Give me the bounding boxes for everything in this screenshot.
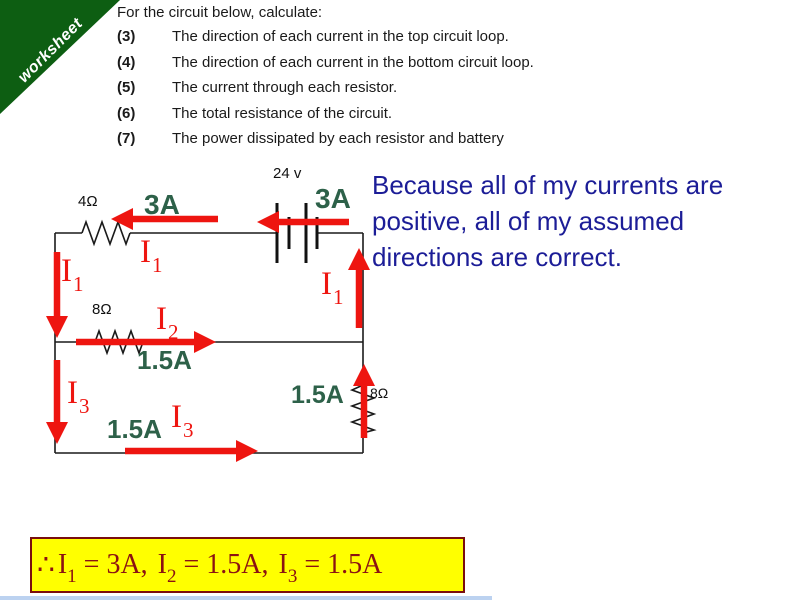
questions-list: For the circuit below, calculate: (3) Th…: [117, 4, 534, 156]
current-value-battery: 3A: [315, 183, 351, 214]
current-equation: = 1.5A,: [183, 549, 269, 580]
current-name-i3-left: I3: [67, 375, 90, 417]
current-subscript: 1: [333, 285, 344, 309]
resistor-mid-label: 8Ω: [92, 301, 112, 318]
current-arrow-right-lower-icon: [353, 364, 375, 438]
questions-intro: For the circuit below, calculate:: [117, 4, 323, 21]
current-subscript: 1: [152, 253, 163, 277]
note-line: Because all of my currents are: [372, 170, 724, 200]
resistor-top-label: 4Ω: [78, 193, 98, 210]
current-value-right: 1.5A: [291, 381, 344, 409]
current-base: I: [140, 234, 151, 270]
resistor-right-label: 8Ω: [370, 385, 389, 401]
current-equation: = 1.5A: [304, 549, 383, 580]
question-number: (4): [117, 53, 136, 71]
current-name-i1-top: I1: [140, 234, 163, 276]
current-value-bottom: 1.5A: [107, 414, 162, 444]
current-subscript: 3: [79, 394, 90, 418]
current-arrow-left-lower-icon: [46, 360, 68, 444]
current-name-i3-bottom: I3: [171, 399, 194, 441]
question-row: (5) The current through each resistor.: [117, 79, 534, 96]
current-equation: = 3A,: [83, 549, 148, 580]
note-text: Because all of my currents are positive,…: [372, 167, 792, 275]
question-text: The direction of each current in the top…: [172, 28, 509, 45]
current-arrow-battery-icon: [257, 211, 349, 233]
question-row: (4) The direction of each current in the…: [117, 54, 534, 71]
question-number: (3): [117, 28, 136, 45]
current-arrow-bottom-icon: [125, 440, 258, 462]
question-text: The current through each resistor.: [172, 79, 398, 96]
battery-voltage-label: 24 v: [273, 165, 302, 182]
current-value-top: 3A: [144, 189, 180, 220]
current-arrow-left-upper-icon: [46, 252, 68, 338]
conclusion-item: I3 = 1.5A: [278, 549, 393, 587]
current-base: I: [61, 253, 72, 289]
question-text: The total resistance of the circuit.: [172, 104, 393, 122]
current-arrow-right-upper-icon: [348, 248, 370, 328]
current-base: I: [321, 266, 332, 302]
current-subscript: 3: [183, 418, 194, 442]
conclusion-item: I1 = 3A,: [57, 549, 158, 587]
current-base: I: [171, 399, 182, 435]
current-base: I: [57, 549, 68, 580]
conclusion-item: I2 = 1.5A,: [157, 549, 279, 587]
question-number: (5): [117, 79, 136, 96]
current-name-i1-right: I1: [321, 266, 344, 308]
conclusion-box: ∴ I1= 3A, I2= 1.5A, I3= 1.5A: [30, 537, 465, 593]
current-base: I: [67, 375, 78, 411]
current-base: I: [278, 549, 288, 580]
current-subscript: 1: [73, 272, 84, 296]
question-number: (6): [117, 104, 136, 122]
current-arrow-top-left-icon: [111, 208, 218, 230]
question-text: The power dissipated by each resistor an…: [172, 130, 504, 147]
current-name-i2: I2: [156, 301, 179, 343]
therefore-symbol: ∴: [37, 550, 55, 581]
current-subscript: 2: [168, 320, 179, 344]
question-number: (7): [117, 130, 136, 147]
note-line: positive, all of my assumed: [372, 206, 685, 236]
question-row: (6) The total resistance of the circuit.: [117, 105, 534, 122]
question-row: (7) The power dissipated by each resisto…: [117, 130, 534, 147]
current-subscript: 2: [167, 566, 177, 587]
current-base: I: [157, 549, 167, 580]
current-base: I: [156, 301, 167, 337]
battery-icon: [275, 203, 319, 263]
bottom-divider: [0, 596, 492, 600]
note-line: directions are correct.: [372, 242, 622, 272]
current-subscript: 3: [287, 566, 298, 587]
resistor-top-icon: [81, 219, 131, 247]
question-text: The direction of each current in the bot…: [172, 53, 534, 71]
current-name-i1-left: I1: [61, 253, 84, 295]
question-row: (3) The direction of each current in the…: [117, 28, 534, 45]
current-value-mid: 1.5A: [137, 345, 192, 375]
current-subscript: 1: [67, 566, 77, 587]
current-arrow-middle-icon: [76, 331, 216, 353]
